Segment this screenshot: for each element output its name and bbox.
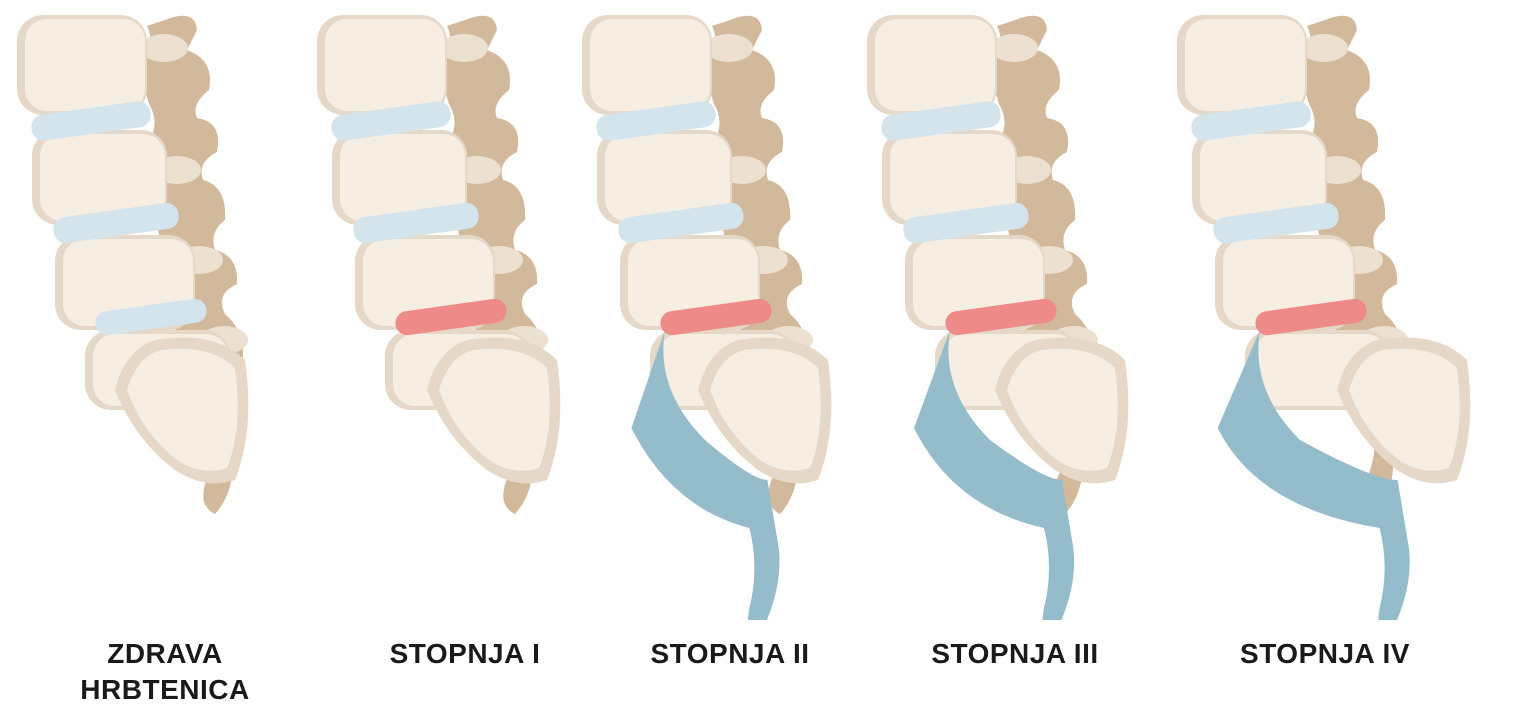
vertebral-body xyxy=(40,134,165,221)
vertebral-body xyxy=(890,134,1015,221)
spinous-tip xyxy=(140,34,188,62)
panel-healthy-spine: ZDRAVA HRBTENICA xyxy=(15,0,315,726)
spinous-tip xyxy=(990,34,1038,62)
spine-illustration-healthy xyxy=(17,15,249,514)
intervertebral-disc xyxy=(1191,101,1311,141)
spine-illustration-grade-1 xyxy=(317,15,561,514)
vertebral-body xyxy=(1200,134,1325,221)
caption-grade-2: STOPNJA II xyxy=(650,638,810,669)
intervertebral-disc xyxy=(53,202,179,244)
caption-grade-3: STOPNJA III xyxy=(931,638,1099,669)
spinous-tip xyxy=(1300,34,1348,62)
intervertebral-disc xyxy=(881,101,1001,141)
sacrum-body xyxy=(710,348,821,471)
caption-grade-4: STOPNJA IV xyxy=(1240,638,1410,669)
vertebral-body xyxy=(340,134,465,221)
affected-disc xyxy=(945,298,1057,336)
displacement-region xyxy=(914,330,1075,620)
intervertebral-disc xyxy=(618,202,744,244)
vertebral-body xyxy=(590,19,710,111)
vertebral-body xyxy=(25,19,145,111)
displacement-region xyxy=(631,330,780,620)
affected-disc xyxy=(1255,298,1367,336)
sacrum-body xyxy=(1349,348,1460,471)
panel-grade-3: STOPNJA III xyxy=(865,0,1165,726)
affected-disc xyxy=(395,298,507,336)
panel-grade-2: STOPNJA II xyxy=(580,0,880,726)
intervertebral-disc xyxy=(353,202,479,244)
vertebral-body xyxy=(325,19,445,111)
sacrum-body xyxy=(1007,348,1118,471)
spine-illustration-grade-2 xyxy=(582,15,832,620)
vertebral-body xyxy=(875,19,995,111)
intervertebral-disc xyxy=(331,101,451,141)
intervertebral-disc xyxy=(31,101,151,141)
affected-disc xyxy=(660,298,772,336)
panel-grade-1: STOPNJA I xyxy=(315,0,615,726)
spinous-tip xyxy=(440,34,488,62)
intervertebral-disc xyxy=(95,298,207,336)
intervertebral-disc xyxy=(1213,202,1339,244)
intervertebral-disc xyxy=(596,101,716,141)
spine-illustration-grade-4 xyxy=(1177,15,1471,620)
sacrum-body xyxy=(127,348,238,471)
caption-grade-1: STOPNJA I xyxy=(389,638,541,669)
intervertebral-disc xyxy=(903,202,1029,244)
sacrum-body xyxy=(439,348,550,471)
displacement-region xyxy=(1217,330,1410,620)
caption-healthy-spine: ZDRAVA HRBTENICA xyxy=(80,638,250,705)
vertebral-body xyxy=(1185,19,1305,111)
spinous-tip xyxy=(705,34,753,62)
spine-illustration-grade-3 xyxy=(867,15,1129,620)
panel-grade-4: STOPNJA IV xyxy=(1175,0,1475,726)
vertebral-body xyxy=(605,134,730,221)
